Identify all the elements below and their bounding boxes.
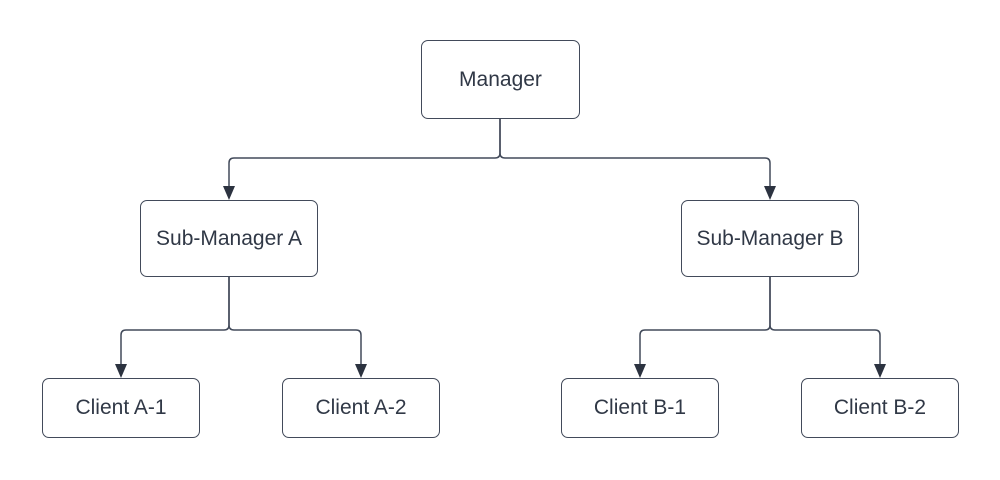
arrowhead-icon bbox=[764, 186, 776, 200]
arrowhead-icon bbox=[115, 364, 127, 378]
node-manager[interactable]: Manager bbox=[421, 40, 580, 119]
node-client-a-1[interactable]: Client A-1 bbox=[42, 378, 200, 438]
node-client-b-2[interactable]: Client B-2 bbox=[801, 378, 959, 438]
edge-sub-manager-b-to-client-b-2 bbox=[769, 277, 881, 365]
node-sub-manager-a[interactable]: Sub-Manager A bbox=[140, 200, 318, 277]
arrowhead-icon bbox=[223, 186, 235, 200]
edge-manager-to-sub-manager-b bbox=[499, 119, 771, 187]
arrowhead-icon bbox=[355, 364, 367, 378]
node-sub-manager-b[interactable]: Sub-Manager B bbox=[681, 200, 859, 277]
node-client-a-2[interactable]: Client A-2 bbox=[282, 378, 440, 438]
edge-sub-manager-a-to-client-a-2 bbox=[228, 277, 362, 365]
edge-sub-manager-b-to-client-b-1 bbox=[639, 277, 771, 365]
arrowhead-icon bbox=[874, 364, 886, 378]
arrowhead-icon bbox=[634, 364, 646, 378]
edge-sub-manager-a-to-client-a-1 bbox=[120, 277, 230, 365]
node-client-b-1[interactable]: Client B-1 bbox=[561, 378, 719, 438]
edge-manager-to-sub-manager-a bbox=[228, 119, 501, 187]
